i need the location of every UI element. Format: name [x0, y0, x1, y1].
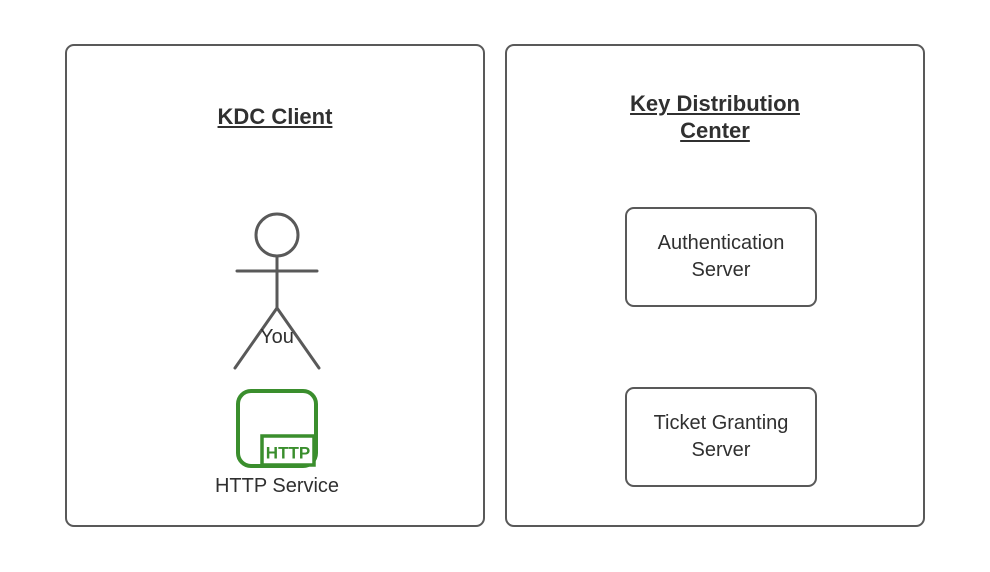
actor-label: You: [260, 326, 294, 348]
authentication-server-label: Authentication Server: [657, 232, 785, 281]
http-service-label: HTTP Service: [214, 475, 340, 497]
http-badge: [260, 434, 316, 467]
stick-figure-icon: [233, 212, 321, 370]
ticket-granting-server-box: Ticket Granting Server: [625, 387, 817, 487]
key-distribution-center-title: Key Distribution Center: [630, 91, 800, 143]
kdc-client-panel: KDC Client You HTTP HTTP Service: [65, 44, 485, 527]
kdc-client-title: KDC Client: [217, 104, 333, 129]
authentication-server-box: Authentication Server: [625, 207, 817, 307]
key-distribution-center-panel: Key Distribution Center Authentication S…: [505, 44, 925, 527]
http-service-icon: HTTP: [236, 389, 318, 468]
ticket-granting-server-label: Ticket Granting Server: [653, 412, 789, 461]
http-badge-text: HTTP: [266, 444, 310, 463]
